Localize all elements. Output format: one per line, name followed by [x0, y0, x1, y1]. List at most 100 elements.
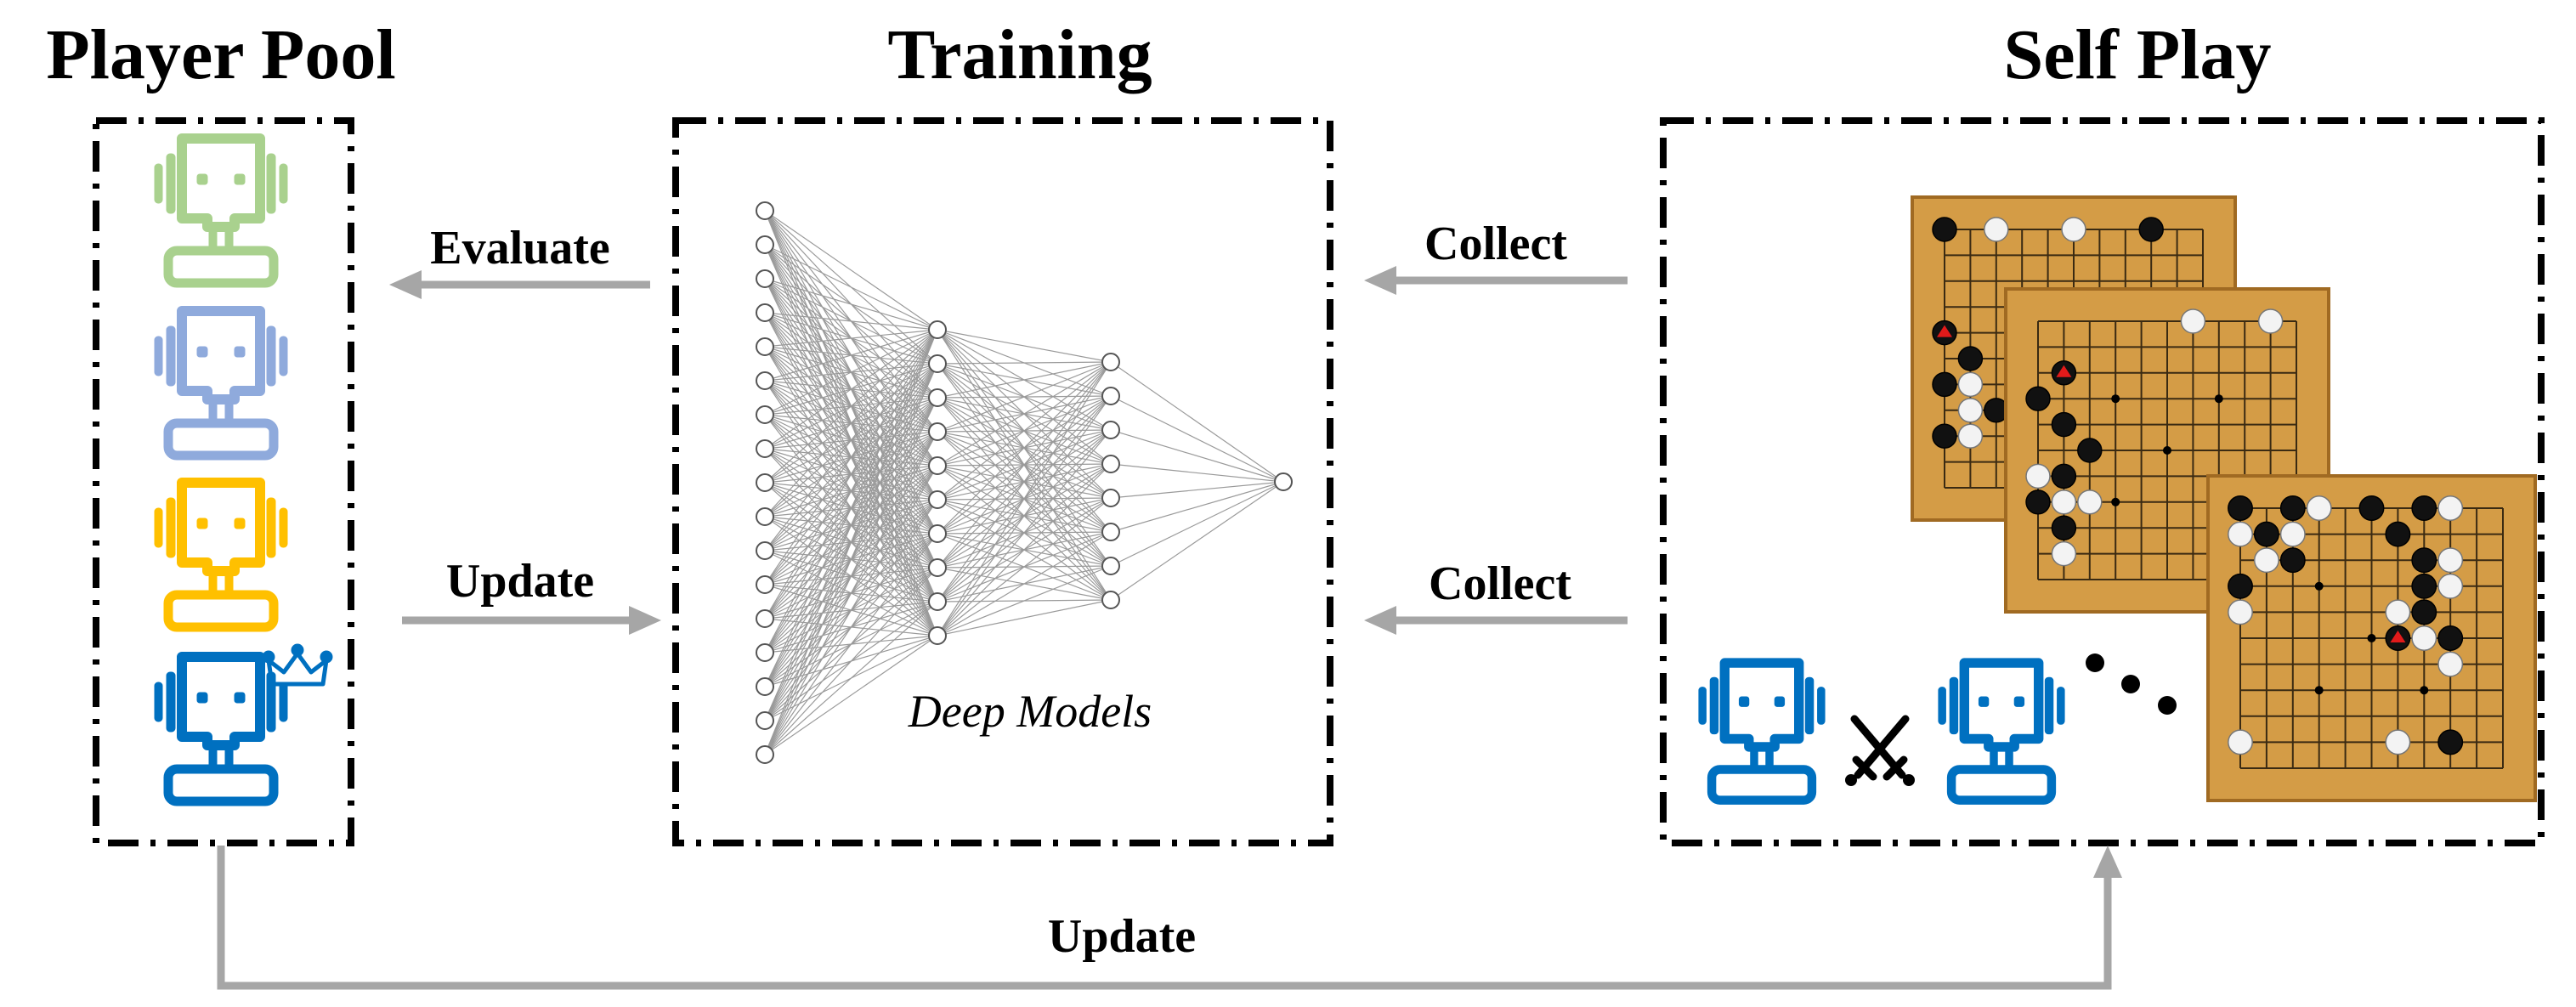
white-stone	[2051, 489, 2077, 515]
network-node	[928, 490, 947, 509]
network-node	[1101, 489, 1120, 507]
black-stone	[2385, 521, 2411, 547]
evaluate-arrow	[389, 270, 650, 299]
black-stone	[1932, 423, 1957, 449]
black-stone	[2411, 599, 2437, 625]
robot-icon	[1939, 663, 2064, 801]
black-stone	[2077, 438, 2103, 463]
black-stone	[2253, 521, 2279, 547]
white-stone	[2437, 651, 2464, 677]
network-node	[928, 626, 947, 645]
crown-icon	[262, 643, 333, 687]
robot-icon	[155, 657, 287, 801]
network-node	[928, 422, 947, 441]
white-stone	[2437, 547, 2464, 574]
collect-top-arrow	[1364, 266, 1628, 295]
collect-bottom-label: Collect	[1429, 557, 1571, 610]
white-stone	[2306, 495, 2332, 521]
network-node	[928, 524, 947, 543]
network-node	[1101, 557, 1120, 575]
robot-icon	[155, 483, 287, 627]
black-stone	[2279, 495, 2306, 521]
network-node	[756, 405, 774, 424]
white-stone	[2025, 463, 2051, 489]
update-to-training-arrow	[402, 606, 661, 635]
network-node	[756, 439, 774, 458]
network-node	[756, 371, 774, 390]
white-stone	[2411, 625, 2437, 651]
network-node	[756, 507, 774, 526]
white-stone	[2228, 729, 2253, 755]
white-stone	[2061, 217, 2086, 242]
network-node	[928, 558, 947, 577]
black-stone	[2051, 463, 2077, 489]
deep-model-network	[756, 201, 1293, 764]
white-stone	[2228, 521, 2253, 547]
network-node	[756, 677, 774, 696]
player-pool-list	[155, 139, 333, 801]
white-stone	[1984, 217, 2009, 242]
update-loop-label: Update	[1048, 910, 1196, 963]
update-loop-arrow	[217, 846, 2122, 990]
white-stone	[2180, 308, 2206, 334]
network-node	[756, 337, 774, 356]
white-stone	[2437, 495, 2464, 521]
black-stone	[2437, 625, 2464, 651]
network-node	[928, 592, 947, 611]
network-node	[1274, 472, 1293, 491]
robot-icon	[1699, 663, 1825, 801]
network-edges	[764, 210, 1284, 755]
network-node	[756, 541, 774, 560]
network-node	[756, 201, 774, 220]
network-node	[928, 388, 947, 407]
collect-bottom-arrow	[1364, 606, 1628, 635]
black-stone	[2411, 495, 2437, 521]
black-stone	[2051, 515, 2077, 540]
network-node	[756, 235, 774, 254]
white-stone	[1957, 371, 1984, 398]
self-play-box	[1660, 117, 2545, 846]
black-stone	[2358, 495, 2385, 521]
training-title: Training	[887, 15, 1152, 94]
white-stone	[2385, 729, 2411, 755]
go-boards	[1911, 195, 2537, 802]
player-pool-title: Player Pool	[46, 15, 395, 94]
black-stone	[2411, 547, 2437, 574]
go-board	[2206, 474, 2537, 802]
network-node	[756, 269, 774, 288]
white-stone	[2077, 489, 2103, 515]
self-play-title: Self Play	[2004, 15, 2272, 94]
network-node	[928, 456, 947, 475]
black-stone	[2025, 489, 2051, 515]
white-stone	[2279, 521, 2306, 547]
ellipsis-icon	[2086, 653, 2177, 715]
network-node	[1101, 421, 1120, 439]
black-stone	[2279, 547, 2306, 574]
network-node	[756, 473, 774, 492]
network-node	[756, 711, 774, 730]
black-stone	[2138, 217, 2164, 242]
black-stone	[2051, 411, 2077, 438]
network-node	[1101, 523, 1120, 541]
network-node	[756, 609, 774, 628]
black-stone	[1932, 371, 1957, 398]
white-stone	[2385, 599, 2411, 625]
network-node	[756, 575, 774, 594]
white-stone	[2051, 540, 2077, 567]
network-node	[1101, 387, 1120, 405]
white-stone	[2437, 573, 2464, 599]
evaluate-label: Evaluate	[430, 222, 610, 274]
network-node	[928, 320, 947, 339]
network-node	[928, 354, 947, 373]
black-stone	[1957, 346, 1984, 371]
network-node	[756, 303, 774, 322]
network-node	[1101, 591, 1120, 609]
self-play-players	[1699, 663, 2064, 801]
black-stone	[2228, 573, 2253, 599]
network-node	[756, 643, 774, 662]
black-stone	[2437, 729, 2464, 755]
white-stone	[1957, 423, 1984, 449]
robot-icon	[155, 311, 287, 455]
black-stone	[2025, 386, 2051, 411]
